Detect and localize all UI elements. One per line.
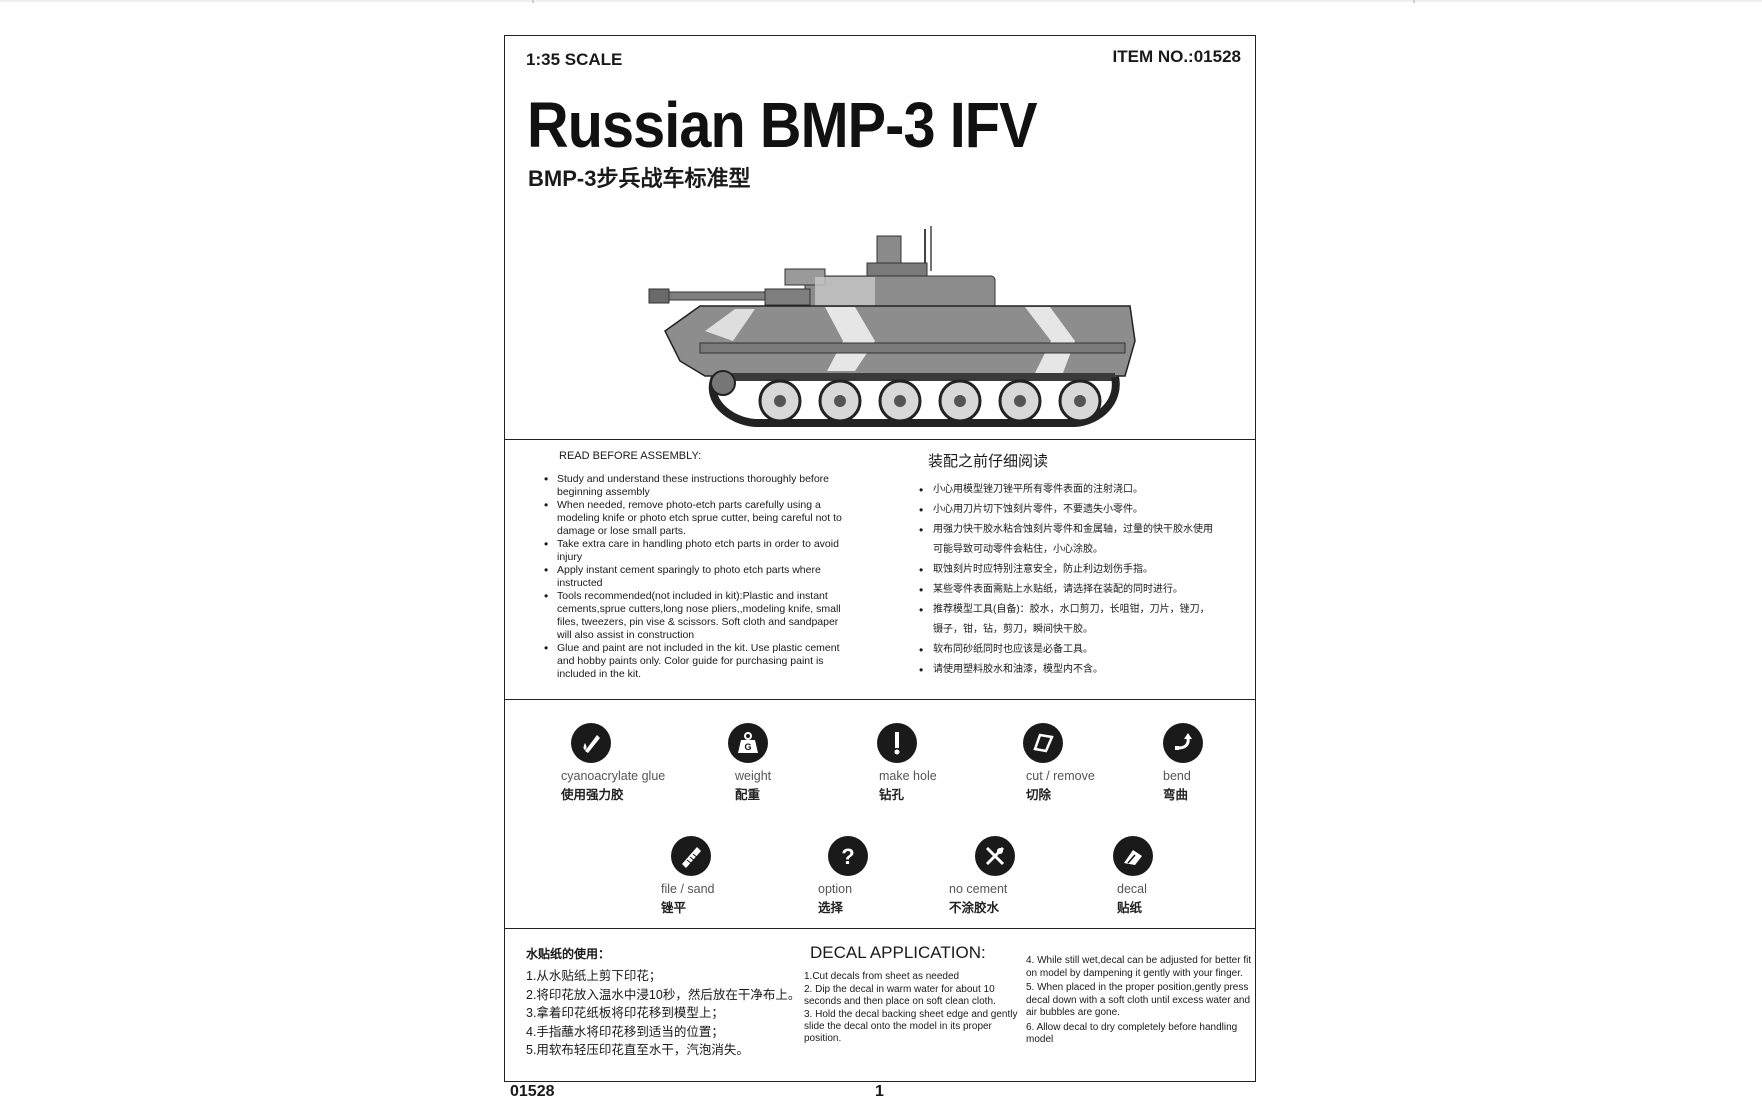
symbols-legend-section: cyanoacrylate glue 使用强力胶 G weight 配重 mak… — [505, 700, 1255, 929]
symbol-label-zh: 弯曲 — [1163, 788, 1189, 802]
symbol-label-zh: 钻孔 — [879, 788, 905, 802]
symbol-label-en: weight — [735, 769, 772, 783]
symbol-decal: decal 贴纸 — [1113, 836, 1247, 916]
list-item: 1.Cut decals from sheet as needed — [804, 971, 960, 982]
read-zh-heading: 装配之前仔细阅读 — [928, 452, 1049, 470]
symbol-label-zh: 贴纸 — [1117, 901, 1143, 915]
file-icon — [671, 836, 711, 876]
symbol-label-en: file / sand — [661, 882, 715, 896]
cut-icon — [1023, 723, 1063, 763]
svg-text:?: ? — [841, 844, 854, 869]
list-item: Take extra care in handling photo etch p… — [543, 538, 843, 564]
list-item: Tools recommended(not included in kit):P… — [543, 590, 843, 642]
list-item: When needed, remove photo-etch parts car… — [543, 499, 843, 538]
bmp3-vehicle-illustration — [648, 226, 1136, 427]
list-item: 3.拿着印花纸板将印花移到模型上； — [526, 1006, 724, 1020]
list-item: 软布同砂纸同时也应该是必备工具。 — [919, 640, 1219, 660]
edge-mark — [532, 0, 534, 3]
decal-en-steps-a: 1.Cut decals from sheet as needed 2. Dip… — [804, 971, 1019, 1046]
list-item: 用强力快干胶水粘合蚀刻片零件和金属轴，过量的快干胶水使用可能导致可动零件会粘住，… — [919, 520, 1219, 560]
symbol-make-hole: make hole 钻孔 — [877, 723, 1009, 803]
list-item: 2.将印花放入温水中浸10秒，然后放在干净布上。 — [526, 987, 801, 1002]
decal-zh-steps: 1.从水贴纸上剪下印花； 2.将印花放入温水中浸10秒，然后放在干净布上。 3.… — [526, 967, 800, 1060]
page-number: 1 — [875, 1083, 884, 1100]
symbol-option: ? option 选择 — [818, 836, 948, 916]
list-item: 6. Allow decal to dry completely before … — [1026, 1021, 1238, 1046]
svg-text:G: G — [744, 742, 751, 752]
symbol-label-en: bend — [1163, 769, 1191, 783]
decal-icon — [1113, 836, 1153, 876]
glue-drop-icon — [571, 723, 611, 763]
page-title: Russian BMP-3 IFV — [527, 89, 1037, 161]
list-item: 1.从水贴纸上剪下印花； — [526, 969, 662, 983]
decal-zh-heading: 水贴纸的使用： — [526, 947, 611, 961]
symbol-file: file / sand 锉平 — [661, 836, 791, 916]
page-top-edge — [0, 0, 1762, 3]
symbol-label-en: cyanoacrylate glue — [561, 769, 666, 783]
list-item: 小心用模型锉刀锉平所有零件表面的注射浇口。 — [919, 480, 1219, 500]
symbol-weight: G weight 配重 — [728, 723, 865, 803]
read-before-assembly-section: READ BEFORE ASSEMBLY: Study and understa… — [505, 440, 1255, 700]
list-item: 取蚀刻片时应特别注意安全，防止利边划伤手指。 — [919, 560, 1219, 580]
list-item: Glue and paint are not included in the k… — [543, 642, 843, 681]
list-item: 推荐模型工具(自备)：胶水，水口剪刀，长咀钳，刀片，锉刀，镊子，钳，钻，剪刀，瞬… — [919, 600, 1219, 640]
read-en-heading: READ BEFORE ASSEMBLY: — [559, 450, 702, 462]
list-item: Study and understand these instructions … — [543, 473, 843, 499]
drill-hole-icon — [877, 723, 917, 763]
item-number: ITEM NO.:01528 — [1112, 47, 1242, 66]
list-item: 4.手指蘸水将印花移到适当的位置； — [526, 1024, 724, 1039]
list-item: 2. Dip the decal in warm water for about… — [804, 984, 996, 1007]
decal-en-steps-b: 4. While still wet,decal can be adjusted… — [1026, 955, 1254, 1049]
decal-application-section: 水贴纸的使用： 1.从水贴纸上剪下印花； 2.将印花放入温水中浸10秒，然后放在… — [505, 929, 1255, 1081]
instruction-sheet: 1:35 SCALE ITEM NO.:01528 Russian BMP-3 … — [504, 35, 1256, 1082]
question-icon: ? — [828, 836, 868, 876]
symbol-label-zh: 锉平 — [661, 901, 687, 915]
symbol-label-en: decal — [1117, 882, 1147, 896]
weight-icon: G — [728, 723, 768, 763]
symbol-cut: cut / remove 切除 — [1023, 723, 1156, 803]
read-zh-list: 小心用模型锉刀锉平所有零件表面的注射浇口。 小心用刀片切下蚀刻片零件，不要遗失小… — [919, 480, 1219, 680]
symbol-label-en: cut / remove — [1026, 769, 1095, 783]
page-subtitle: BMP-3步兵战车标准型 — [528, 166, 751, 191]
list-item: 4. While still wet,decal can be adjusted… — [1026, 955, 1252, 979]
decal-en-heading: DECAL APPLICATION: — [810, 943, 986, 962]
edge-mark — [1413, 0, 1415, 3]
symbol-label-zh: 切除 — [1026, 788, 1052, 802]
list-item: 某些零件表面需贴上水贴纸，请选择在装配的同时进行。 — [919, 580, 1219, 600]
symbol-label-zh: 不涂胶水 — [949, 901, 1000, 915]
symbol-label-zh: 选择 — [818, 901, 844, 915]
no-cement-icon — [975, 836, 1015, 876]
symbol-label-zh: 配重 — [735, 788, 761, 802]
read-en-list: Study and understand these instructions … — [543, 473, 843, 681]
list-item: Apply instant cement sparingly to photo … — [543, 564, 843, 590]
symbol-no-cement: no cement 不涂胶水 — [949, 836, 1079, 916]
symbol-label-en: option — [818, 882, 853, 896]
scale-label: 1:35 SCALE — [526, 50, 623, 69]
list-item: 请使用塑料胶水和油漆，模型内不含。 — [919, 660, 1219, 680]
symbol-glue: cyanoacrylate glue 使用强力胶 — [561, 723, 691, 803]
list-item: 小心用刀片切下蚀刻片零件，不要遗失小零件。 — [919, 500, 1219, 520]
bend-arrow-icon — [1163, 723, 1203, 763]
list-item: 5. When placed in the proper position,ge… — [1026, 982, 1251, 1018]
symbol-label-en: make hole — [879, 769, 937, 783]
list-item: 5.用软布轻压印花直至水干，汽泡消失。 — [526, 1043, 749, 1057]
header-section: 1:35 SCALE ITEM NO.:01528 Russian BMP-3 … — [505, 36, 1255, 440]
symbol-label-zh: 使用强力胶 — [561, 788, 624, 802]
symbol-bend: bend 弯曲 — [1163, 723, 1293, 803]
symbol-label-en: no cement — [949, 882, 1008, 896]
footer-item-number: 01528 — [510, 1083, 555, 1100]
list-item: 3. Hold the decal backing sheet edge and… — [804, 1009, 1018, 1044]
